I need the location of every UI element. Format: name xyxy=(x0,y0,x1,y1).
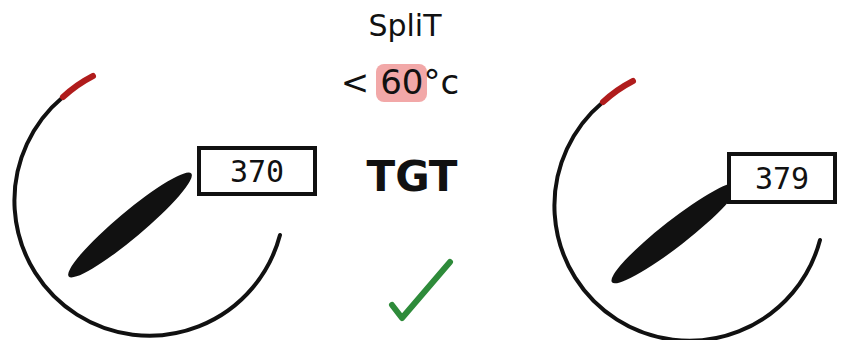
readout-box: 379 xyxy=(727,152,837,204)
right-gauge xyxy=(554,81,820,340)
check-mark xyxy=(392,262,450,318)
needle xyxy=(60,164,199,287)
gauge-arc xyxy=(14,97,280,336)
redline-arc xyxy=(603,81,633,102)
readout-value: 370 xyxy=(230,154,284,189)
gauge-title: TGT xyxy=(366,152,457,201)
readout-value: 379 xyxy=(755,161,809,196)
gauge-arc xyxy=(554,102,820,340)
redline-arc xyxy=(63,76,93,97)
split-limit: < 60°c xyxy=(341,62,459,102)
left-gauge xyxy=(14,76,280,336)
split-label: SpliT xyxy=(368,8,441,43)
needle xyxy=(604,174,746,293)
readout-box: 370 xyxy=(197,146,317,196)
